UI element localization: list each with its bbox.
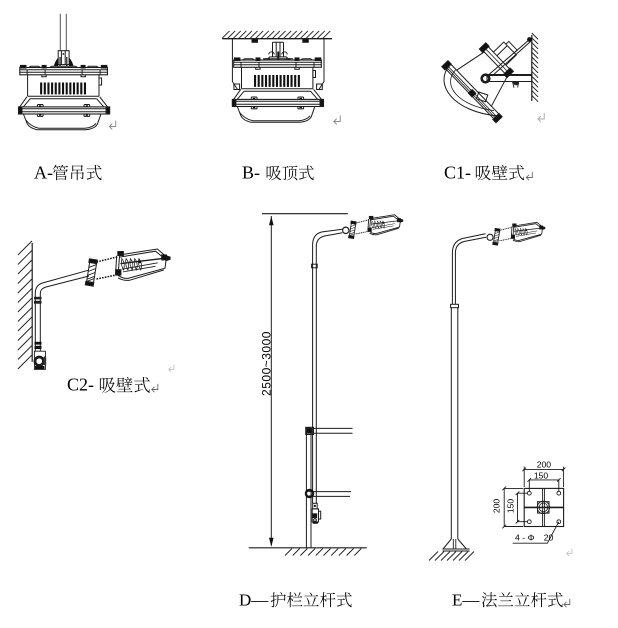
svg-text:B-: B- xyxy=(242,163,260,183)
svg-text:A-: A- xyxy=(34,163,53,183)
svg-text:150: 150 xyxy=(534,470,549,480)
svg-text:200: 200 xyxy=(537,459,552,469)
svg-text:2500~3000: 2500~3000 xyxy=(260,331,274,396)
svg-text:4-Φ: 4-Φ xyxy=(515,533,537,543)
svg-text:C2-: C2- xyxy=(67,375,94,395)
svg-text:150: 150 xyxy=(506,499,516,514)
svg-text:E—: E— xyxy=(452,591,480,610)
svg-text:D—: D— xyxy=(239,591,269,610)
svg-text:200: 200 xyxy=(492,499,502,514)
svg-text:C1-: C1- xyxy=(444,163,471,183)
svg-text:20: 20 xyxy=(544,533,554,543)
